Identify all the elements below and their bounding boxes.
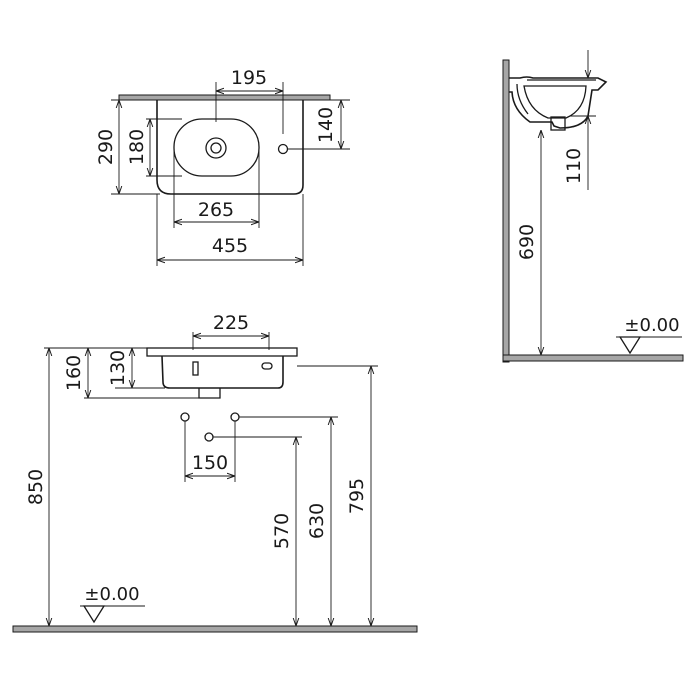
dim-label-850: 850 (25, 469, 47, 505)
front-view-tap-hole (261, 362, 273, 370)
dim-label-265: 265 (198, 199, 234, 221)
dim-label-180: 180 (126, 129, 148, 165)
front-view-basin-body (161, 355, 284, 389)
dim-label-150: 150 (192, 452, 228, 474)
side-view-level-label: ±0.00 (624, 315, 679, 336)
dim-label-690: 690 (516, 224, 538, 260)
top-view-drain-outer (205, 137, 227, 159)
dim-label-225: 225 (213, 312, 249, 334)
side-view-bowl-inner (523, 85, 587, 119)
dim-label-570: 570 (271, 513, 293, 549)
dim-label-130: 130 (107, 350, 129, 386)
dim-label-110: 110 (563, 148, 585, 184)
front-view-drain (198, 388, 221, 399)
top-view: 195 290 180 140 265 455 (95, 67, 350, 266)
side-view-wall (502, 59, 510, 363)
front-view-supply-left (180, 412, 190, 422)
side-view-drain (550, 116, 566, 131)
dim-label-795: 795 (346, 478, 368, 514)
front-view: 225 160 130 850 150 570 630 795 ±0. (12, 312, 418, 633)
side-view-level-triangle (618, 336, 642, 355)
dim-label-290: 290 (95, 129, 117, 165)
side-view-overflow (516, 83, 529, 115)
front-view-level-label: ±0.00 (84, 584, 139, 605)
top-view-basin-outline (156, 100, 304, 195)
side-view-basin-section (509, 76, 608, 129)
front-view-waste-outlet (204, 432, 214, 442)
front-view-overflow-slot (192, 361, 199, 376)
top-view-bowl (173, 118, 260, 177)
dim-label-160: 160 (63, 355, 85, 391)
dim-label-630: 630 (306, 503, 328, 539)
top-view-wall (118, 94, 331, 101)
dim-label-455: 455 (212, 235, 248, 257)
side-view-floor (502, 354, 684, 362)
top-view-tap-hole (277, 143, 289, 155)
dim-label-195: 195 (231, 67, 267, 89)
front-view-supply-right (230, 412, 240, 422)
front-view-slab (146, 347, 298, 357)
front-view-floor (12, 625, 418, 633)
front-view-level-triangle (82, 605, 106, 624)
top-view-drain-inner (210, 142, 222, 154)
dim-label-140: 140 (315, 107, 337, 143)
side-view: 110 690 ±0.00 (502, 50, 684, 363)
